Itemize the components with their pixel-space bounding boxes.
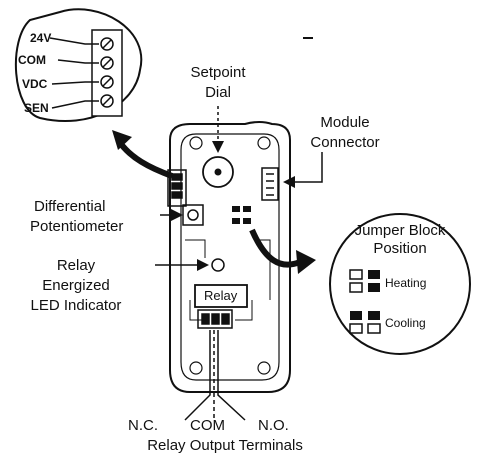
relay-box: [194, 284, 248, 308]
relay-output-terminals-label: Relay Output Terminals: [147, 437, 303, 454]
module-body: [169, 121, 291, 393]
differential-label-line1: Differential: [34, 198, 106, 215]
relay-led-label-line2: Energized: [42, 277, 110, 294]
differential-label-line2: Potentiometer: [30, 218, 124, 235]
module-jumper-block: [232, 206, 251, 224]
terminal-wires: [49, 37, 99, 109]
inset-arrow: [115, 138, 174, 179]
terminal-inset: [14, 8, 143, 123]
jumper-block-title-line1: Jumper Block: [354, 222, 446, 239]
output-terminal-block: [197, 309, 233, 329]
setpoint-dial: [202, 156, 234, 188]
no-label: N.O.: [258, 417, 289, 434]
heating-label: Heating: [385, 276, 427, 290]
nc-label: N.C.: [128, 417, 158, 434]
cooling-label: Cooling: [385, 316, 426, 330]
screw-terminals: [100, 37, 114, 108]
terminal-label-vdc: VDC: [22, 77, 48, 91]
cooling-jumper: [349, 311, 381, 334]
terminal-strip: [167, 169, 187, 207]
differential-potentiometer: [182, 204, 204, 226]
relay-led-label-line1: Relay: [56, 257, 96, 274]
circuit-traces: [185, 239, 271, 321]
module-connector-label-line2: Connector: [310, 134, 380, 151]
com-label: COM: [190, 417, 225, 434]
relay-box-label: Relay: [204, 288, 238, 303]
terminal-label-com: COM: [18, 53, 46, 67]
module-connector-label-line1: Module: [320, 114, 370, 131]
jumper-block-title-line2: Position: [373, 240, 427, 257]
output-wires: [184, 330, 246, 421]
jumper-inset: [329, 213, 471, 355]
heating-jumper: [349, 269, 380, 293]
setpoint-label-line1: Setpoint: [190, 64, 246, 81]
setpoint-label-line2: Dial: [205, 84, 231, 101]
module-connector: [261, 167, 279, 201]
relay-led-label-line3: LED Indicator: [30, 297, 122, 314]
terminal-label-24v: 24V: [30, 31, 52, 45]
terminal-label-sen: SEN: [24, 101, 49, 115]
relay-led: [211, 258, 225, 272]
